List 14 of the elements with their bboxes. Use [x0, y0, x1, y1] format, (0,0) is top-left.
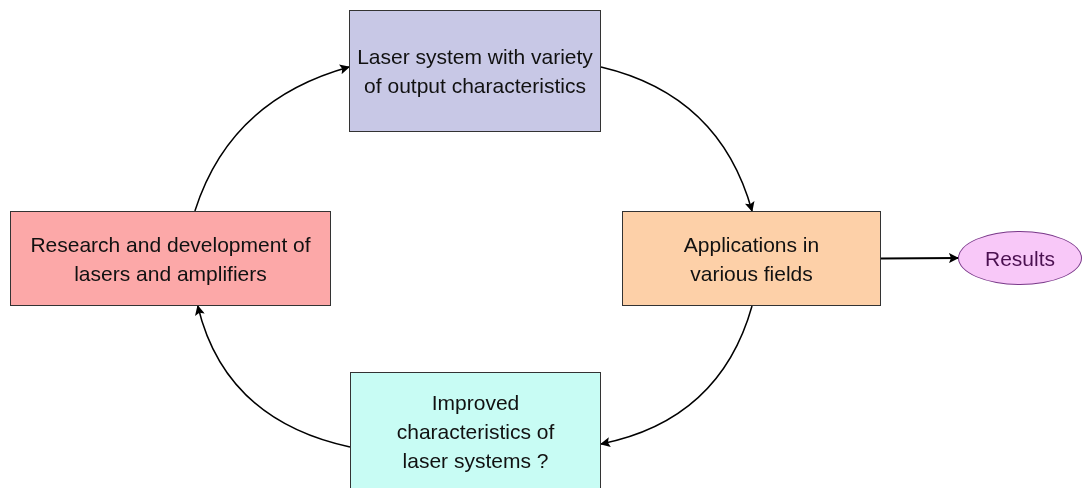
arrow	[600, 66, 755, 212]
process-box	[349, 10, 601, 132]
node-text: Applications in various fields	[682, 231, 821, 287]
process-box	[622, 211, 881, 306]
process-box	[350, 372, 601, 488]
arrow	[880, 253, 959, 264]
node-text: Results	[985, 245, 1055, 272]
arrow	[195, 305, 351, 448]
process-box	[10, 211, 331, 306]
arrow	[194, 64, 350, 212]
arrow	[600, 305, 753, 447]
node-text: Improved characteristics of laser systems ?	[395, 389, 556, 474]
node-text: Laser system with variety of output characteristics	[356, 44, 594, 99]
node-text: Research and development of lasers and amplifiers	[29, 231, 312, 287]
